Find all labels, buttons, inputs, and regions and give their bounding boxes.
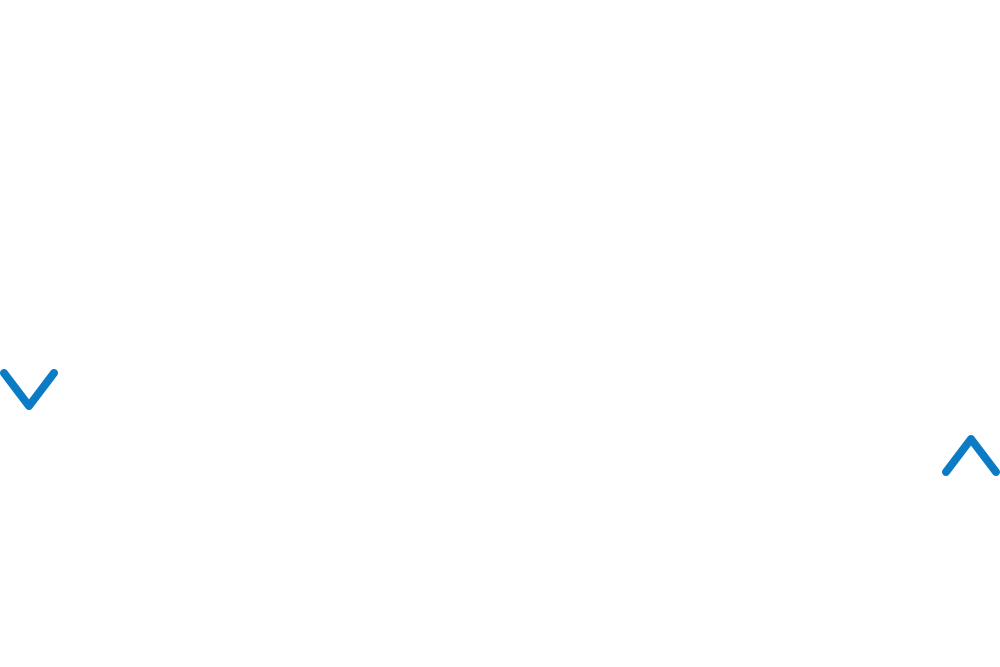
- chevron-down-icon: [0, 369, 58, 410]
- expand-button[interactable]: [0, 368, 58, 412]
- collapse-button[interactable]: [942, 433, 1000, 477]
- chevron-up-icon: [942, 435, 1000, 476]
